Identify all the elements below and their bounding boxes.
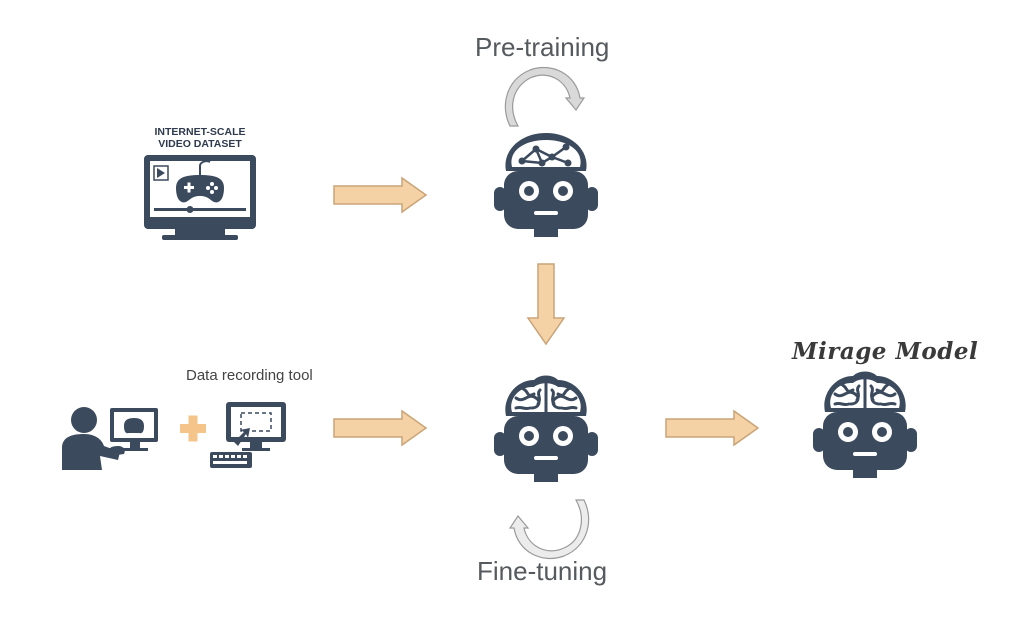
data-recording-tool-label: Data recording tool <box>186 367 313 384</box>
arrow-recording-to-finetune <box>333 409 428 447</box>
person-at-computer-icon <box>62 407 158 470</box>
finetuning-cycle-icon <box>508 499 590 560</box>
mirage-model-label: Mirage Model <box>792 338 979 365</box>
dataset-label: INTERNET-SCALE VIDEO DATASET <box>140 126 260 150</box>
screen-recorder-icon <box>210 402 286 468</box>
mirage-model-robot-icon <box>813 370 917 478</box>
finetuning-label: Fine-tuning <box>477 556 608 586</box>
pretraining-cycle-icon <box>504 66 586 127</box>
dataset-label-line2: VIDEO DATASET <box>158 138 242 150</box>
arrow-finetune-to-mirage <box>665 409 760 447</box>
robot-brain-icon <box>494 374 598 482</box>
plus-icon <box>180 415 206 442</box>
arrow-dataset-to-pretrain <box>333 176 428 214</box>
dataset-label-line1: INTERNET-SCALE <box>154 126 246 138</box>
pretraining-label: Pre-training <box>475 32 610 62</box>
monitor-gamepad-icon <box>144 155 256 240</box>
arrow-pretrain-to-finetune <box>526 263 566 346</box>
robot-network-brain-icon <box>494 131 598 237</box>
